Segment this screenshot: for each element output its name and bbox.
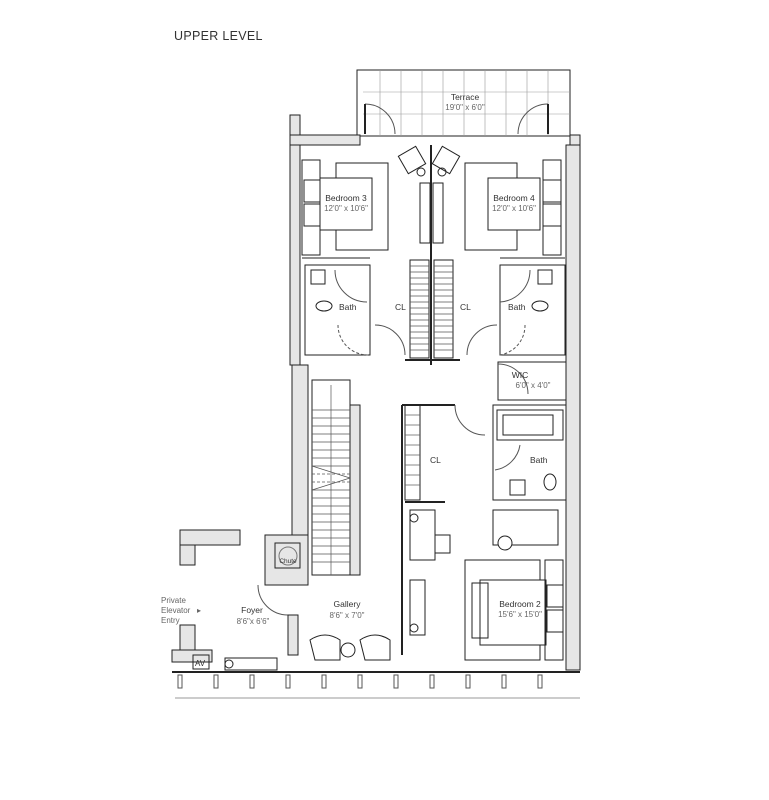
gallery-label: Gallery bbox=[334, 599, 362, 609]
window-wall bbox=[172, 671, 580, 699]
bath-main bbox=[492, 404, 567, 501]
bath-main-label: Bath bbox=[530, 455, 548, 465]
bath-right-label: Bath bbox=[508, 302, 526, 312]
gallery-dims: 8'6" x 7'0" bbox=[330, 611, 365, 620]
bath-right bbox=[499, 257, 566, 356]
bedroom-3-dims: 12'0" x 10'6" bbox=[324, 204, 368, 213]
bath-left-label: Bath bbox=[339, 302, 357, 312]
entry-line-3: Entry bbox=[161, 616, 180, 625]
entry-arrow-icon: ▸ bbox=[197, 606, 201, 615]
bedroom-2-dims: 15'6" x 15'0" bbox=[498, 610, 542, 619]
bath-left bbox=[302, 257, 371, 356]
foyer-label: Foyer bbox=[241, 605, 263, 615]
foyer-dims: 8'6"x 6'6" bbox=[237, 617, 270, 626]
exterior-walls bbox=[171, 114, 581, 671]
wic bbox=[497, 361, 567, 401]
wic-label: WIC bbox=[512, 370, 529, 380]
entry-line-1: Private bbox=[161, 596, 186, 605]
foyer-gallery bbox=[192, 542, 391, 671]
cl-middle-label: CL bbox=[430, 455, 441, 465]
bedroom-2-label: Bedroom 2 bbox=[499, 599, 541, 609]
cl-right-label: CL bbox=[460, 302, 471, 312]
bedroom-4-label: Bedroom 4 bbox=[493, 193, 535, 203]
bedroom-4-dims: 12'0" x 10'6" bbox=[492, 204, 536, 213]
closet-middle bbox=[401, 404, 486, 655]
entry-line-2: Elevator bbox=[161, 606, 191, 615]
cl-left-label: CL bbox=[395, 302, 406, 312]
wic-dims: 6'0" x 4'0" bbox=[516, 381, 551, 390]
terrace bbox=[356, 69, 571, 137]
bedroom-3 bbox=[301, 145, 431, 256]
chute-label: Chute bbox=[279, 558, 297, 565]
terrace-dims: 19'0" x 6'0" bbox=[445, 103, 485, 112]
av-label: AV bbox=[195, 659, 206, 668]
bedroom-4 bbox=[431, 145, 562, 256]
terrace-label: Terrace bbox=[451, 92, 480, 102]
bedroom-2 bbox=[409, 509, 564, 661]
bedroom-3-label: Bedroom 3 bbox=[325, 193, 367, 203]
page-title: UPPER LEVEL bbox=[174, 29, 263, 43]
stairs bbox=[311, 379, 361, 576]
closets-upper bbox=[374, 259, 498, 361]
